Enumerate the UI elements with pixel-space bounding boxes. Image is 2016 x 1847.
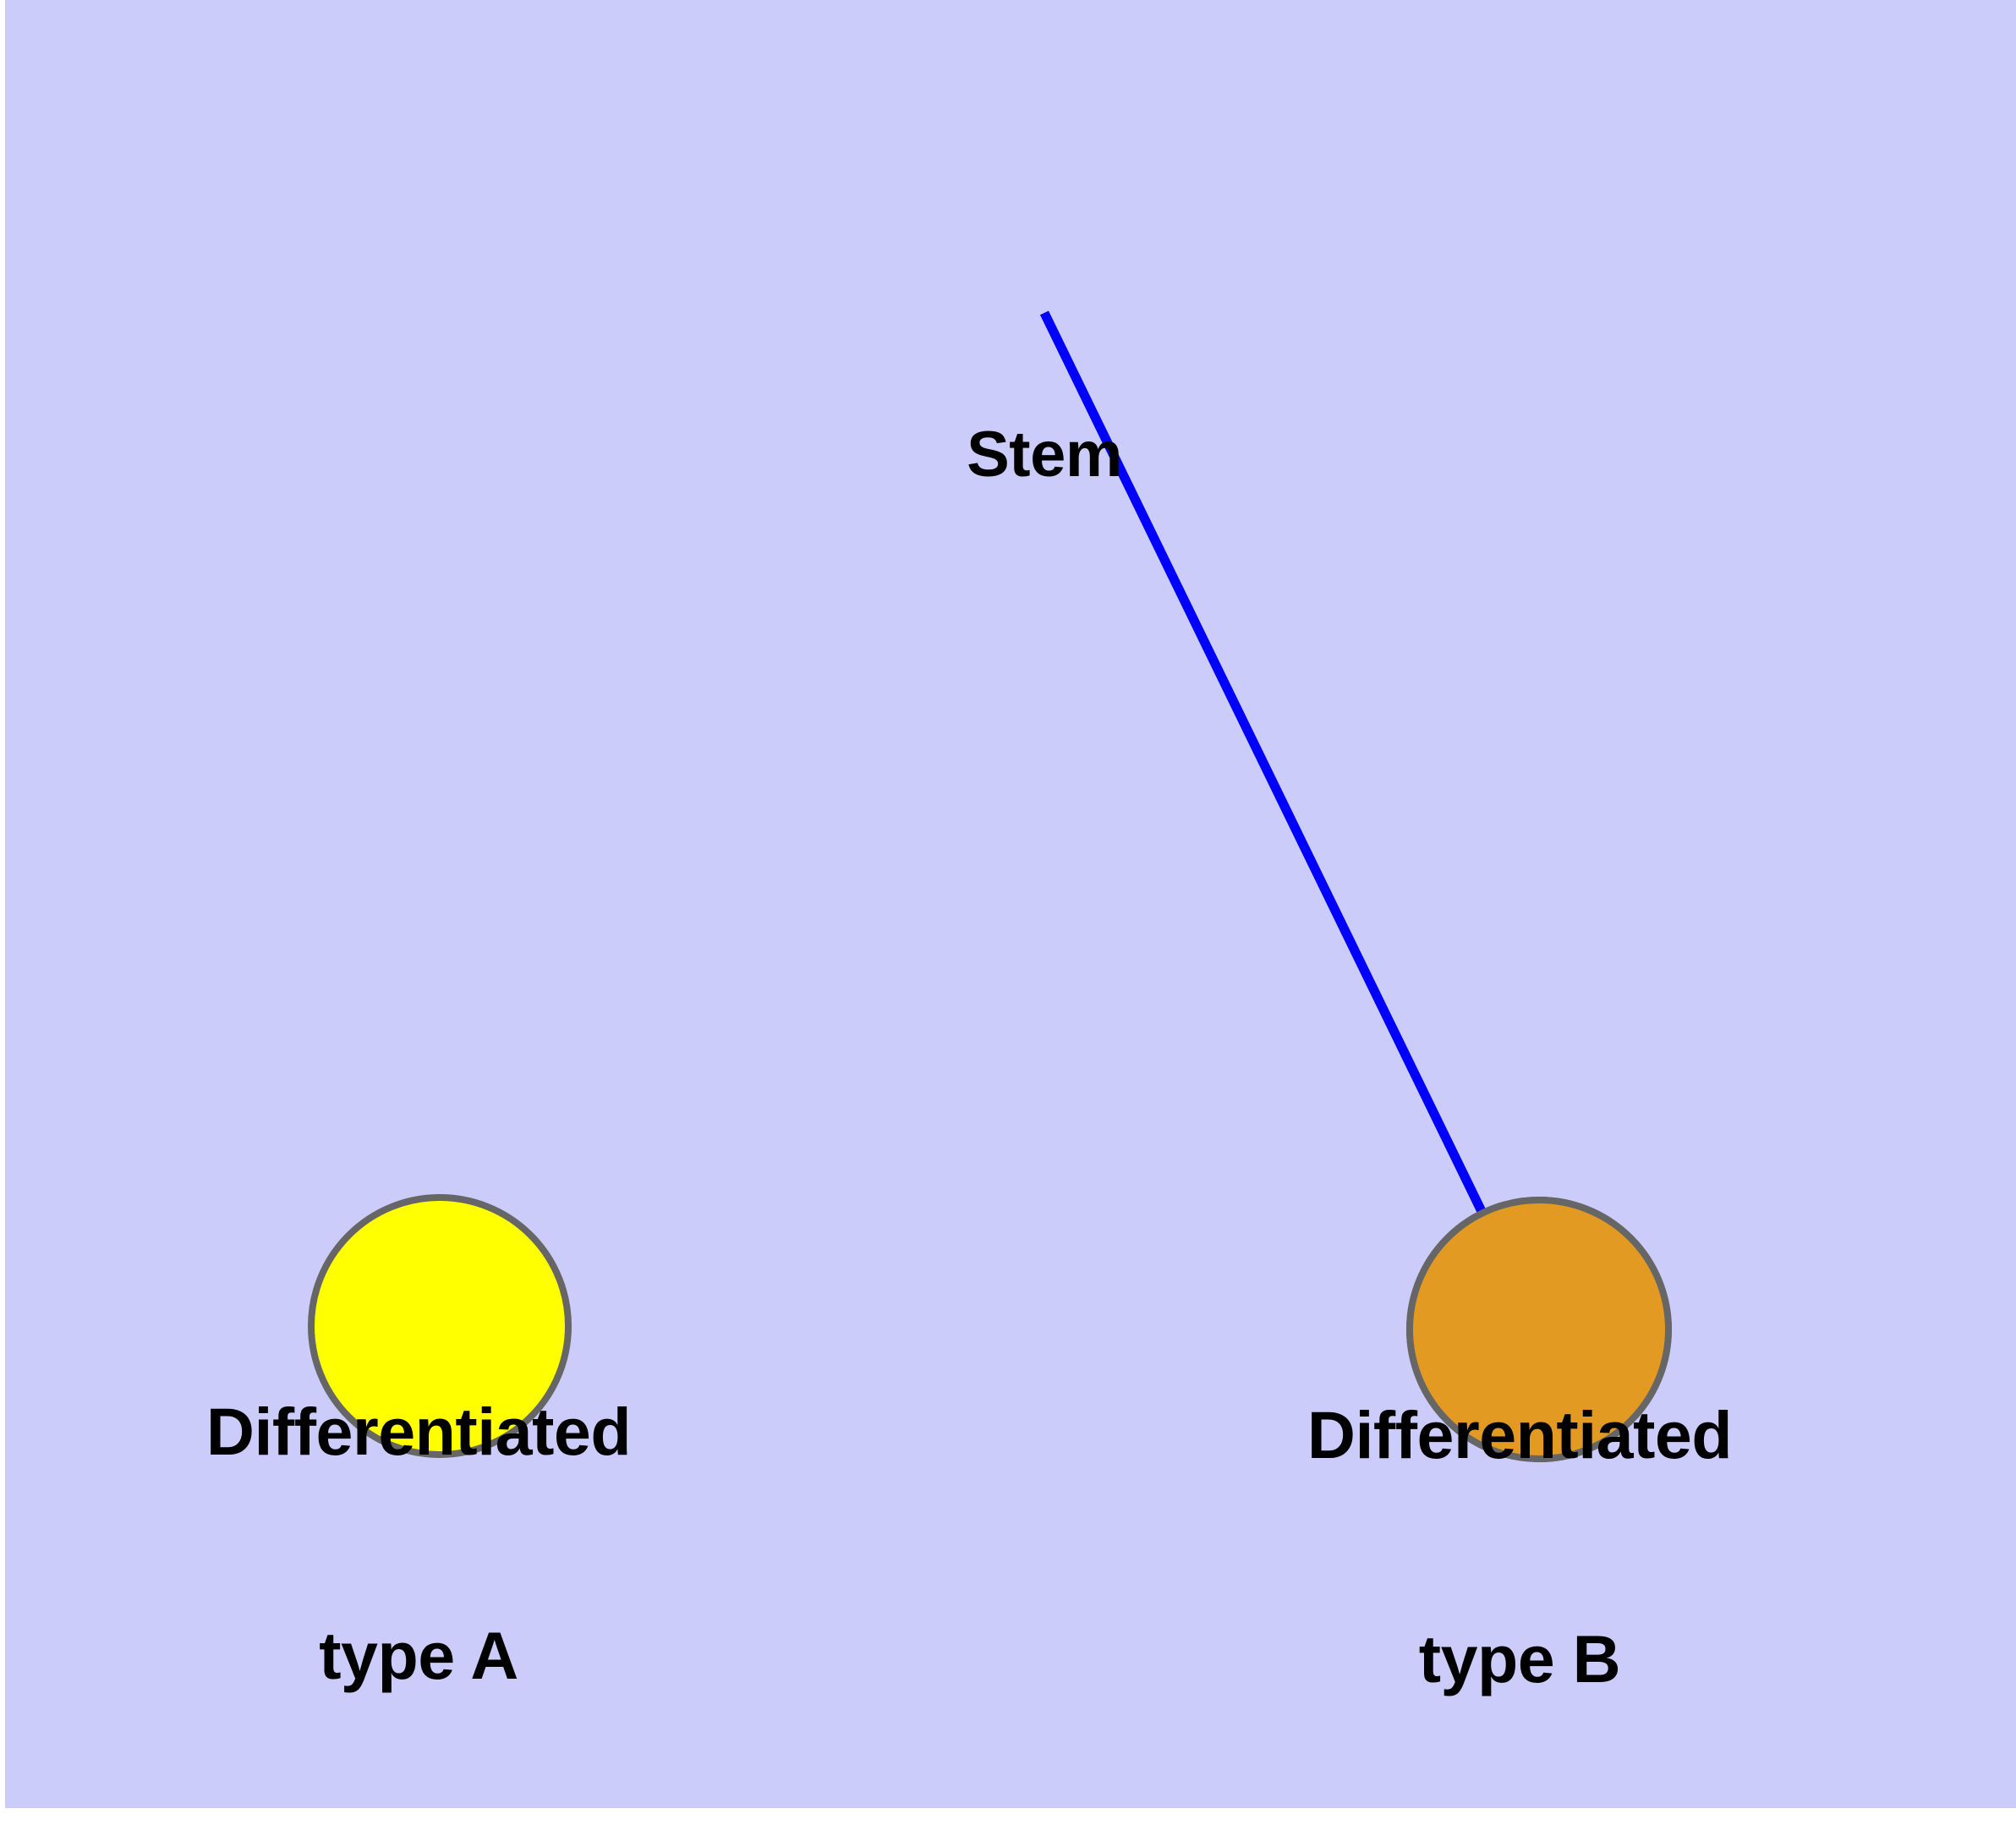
node-stem[interactable] [308, 1194, 572, 1458]
diagram-canvas: Stem Differentiated type A Differentiate… [5, 0, 2016, 1808]
graph-svg [308, 310, 1672, 1462]
plot-background [5, 0, 2016, 1808]
node-layer [308, 1194, 1672, 1462]
node-differentiated-type-b[interactable] [1406, 1197, 1672, 1462]
edge-layer [1040, 310, 1543, 1332]
edge-stem-to-differentiated-type-b[interactable] [1040, 310, 1543, 1332]
